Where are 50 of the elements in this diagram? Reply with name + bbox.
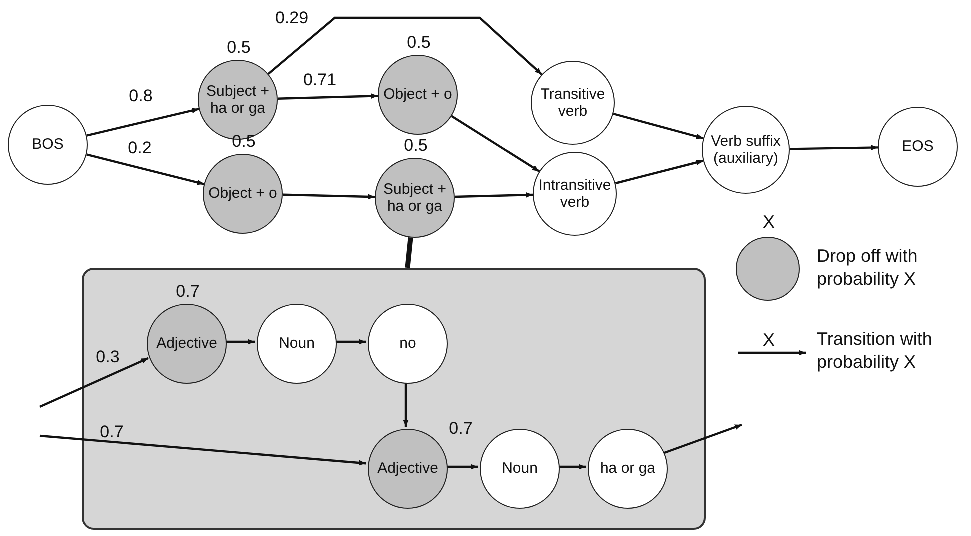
state-label: BOS xyxy=(31,136,65,154)
arrow xyxy=(335,339,366,345)
edge-label: 0.8 xyxy=(129,88,153,104)
arrow xyxy=(40,434,366,466)
probability-label: 0.7 xyxy=(176,283,200,300)
arrow xyxy=(451,115,540,173)
probability-label: 0.5 xyxy=(404,137,428,154)
arrow xyxy=(446,464,478,470)
state-label: Transitive verb xyxy=(540,86,606,120)
state-label: ha or ga xyxy=(599,460,657,478)
state-label: Object + o xyxy=(382,86,454,104)
group-panel xyxy=(82,268,706,530)
edge-label: 0.3 xyxy=(96,348,120,366)
connector-line xyxy=(405,238,414,268)
state-label: Noun xyxy=(278,335,316,353)
arrow xyxy=(613,112,704,140)
probability-label: 0.5 xyxy=(227,39,251,56)
arrow xyxy=(454,192,534,198)
state-label: Verb suffix (auxiliary) xyxy=(710,132,782,168)
arrow xyxy=(403,382,409,427)
state-label: Object + o xyxy=(208,185,278,203)
legend-text: Drop off with probability X xyxy=(817,245,919,290)
legend-text: Transition with probability X xyxy=(817,328,934,373)
state-label: Adjective xyxy=(156,335,218,353)
state-label: Subject + ha or ga xyxy=(206,82,270,118)
edge-label: 0.7 xyxy=(100,424,124,440)
probability-label: 0.7 xyxy=(449,420,473,437)
edge-label: 0.29 xyxy=(275,10,309,26)
state-label: Intransitive verb xyxy=(538,176,612,212)
arrow xyxy=(282,194,376,200)
arrow xyxy=(86,108,200,137)
arrow xyxy=(225,339,255,345)
arrow xyxy=(615,160,704,185)
state-label: EOS xyxy=(901,138,935,156)
arrow xyxy=(278,94,378,100)
arrow xyxy=(558,464,586,470)
arrow xyxy=(86,154,204,186)
state-label: Noun xyxy=(501,460,539,478)
arrow xyxy=(268,16,543,76)
state-label: Subject + ha or ga xyxy=(382,180,448,216)
state-label: Adjective xyxy=(376,460,440,478)
legend-variable-label: X xyxy=(763,213,775,231)
edge-label: 0.2 xyxy=(128,140,152,156)
state-label: no xyxy=(398,335,418,353)
arrow xyxy=(790,145,878,151)
edge-label: 0.71 xyxy=(303,72,337,88)
probability-label: 0.5 xyxy=(407,34,431,51)
arrow xyxy=(663,424,742,454)
legend-variable-label: X xyxy=(763,331,775,349)
arrow xyxy=(40,357,149,408)
